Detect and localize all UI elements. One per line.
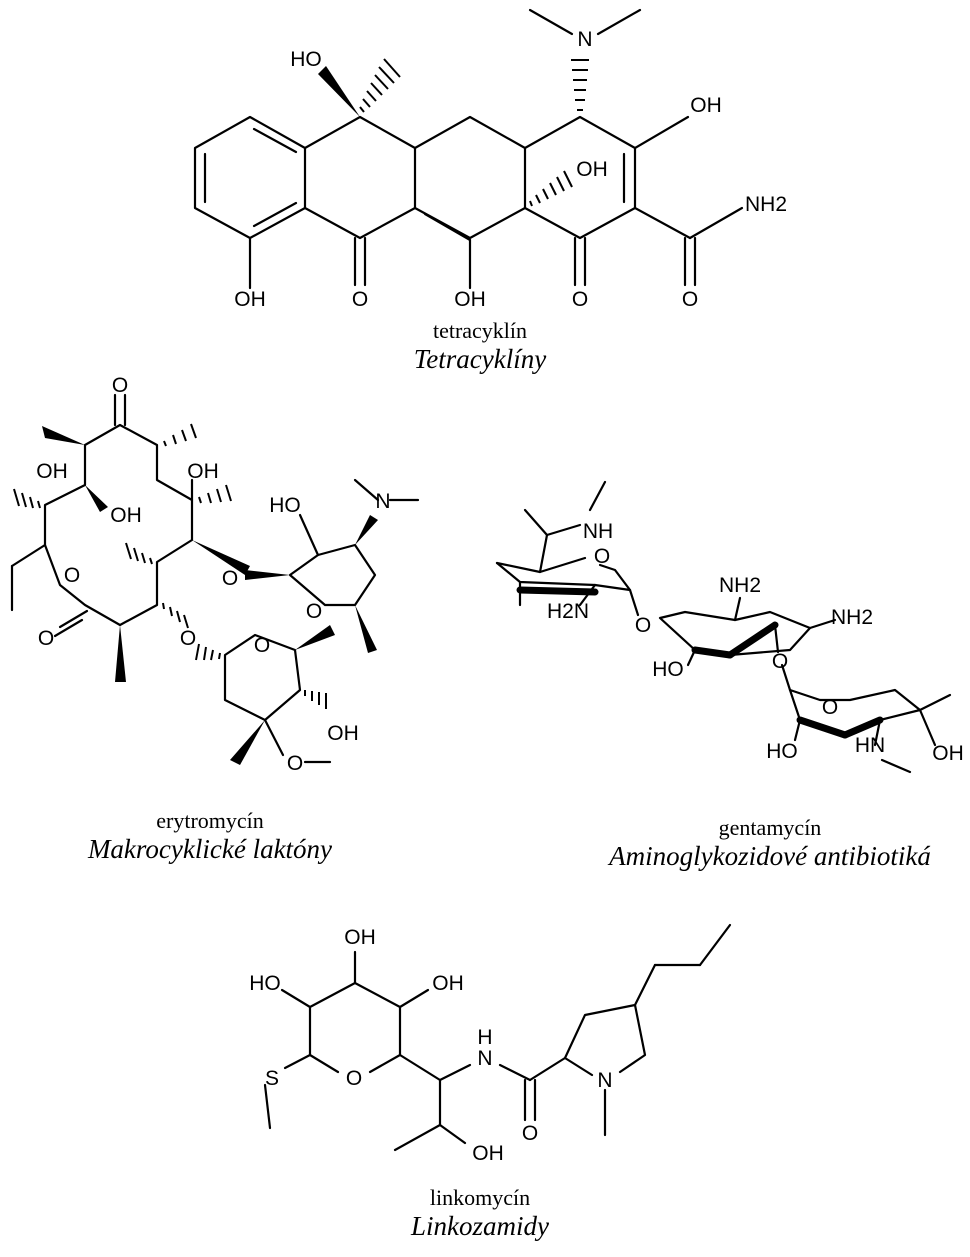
erythromycin-name: erytromycín <box>156 808 264 833</box>
gentamicin-atom-glycosidic-o-2: O <box>772 650 788 673</box>
gentamicin-caption: gentamycín Aminoglykozidové antibiotiká <box>575 815 965 872</box>
erythromycin-atom-oh-4: OH <box>327 722 359 745</box>
lincomycin-atom-oh-top: OH <box>344 926 376 949</box>
gentamicin-name: gentamycín <box>718 815 822 840</box>
gentamicin-atom-h2n: H2N <box>547 600 589 623</box>
lincomycin-atom-ring-o: O <box>346 1067 362 1090</box>
gentamicin-atom-nh: NH <box>583 520 613 543</box>
erythromycin-caption: erytromycín Makrocyklické laktóny <box>40 808 380 865</box>
lincomycin-atom-carbonyl-o: O <box>522 1122 538 1145</box>
gentamicin-atom-nh2-2: NH2 <box>831 606 873 629</box>
lincomycin-class: Linkozamidy <box>411 1211 549 1241</box>
erythromycin-atom-glycosidic-o: O <box>222 567 238 590</box>
erythromycin-atom-carbonyl-o: O <box>38 627 54 650</box>
lincomycin-atom-s: S <box>265 1067 279 1090</box>
gentamicin-atom-ring-o-3: O <box>822 696 838 719</box>
gentamicin-atom-glycosidic-o-1: O <box>635 614 651 637</box>
tetracycline-atom-n: N <box>577 28 592 51</box>
gentamicin-atom-ring-o-1: O <box>594 545 610 568</box>
tetracycline-atom-amide-o: O <box>682 288 698 311</box>
tetracycline-structure: N HO OH OH NH2 OH O OH O O <box>193 8 787 311</box>
erythromycin-class: Makrocyklické laktóny <box>87 834 333 864</box>
lincomycin-atom-oh-right: OH <box>432 972 464 995</box>
gentamicin-atom-nh2-1: NH2 <box>719 574 761 597</box>
erythromycin-atom-ho: HO <box>269 494 301 517</box>
erythromycin-atom-glycosidic-o-2: O <box>180 627 196 650</box>
erythromycin-atom-ketone-o: O <box>112 374 128 397</box>
lincomycin-atom-amide-n: N <box>477 1047 492 1070</box>
tetracycline-atom-12a-oh: OH <box>576 158 608 181</box>
erythromycin-atom-ring-o-2: O <box>254 634 270 657</box>
erythromycin-atom-n: N <box>375 490 390 513</box>
gentamicin-class: Aminoglykozidové antibiotiká <box>609 841 931 871</box>
tetracycline-atom-ketone-o-1: O <box>572 288 588 311</box>
tetracycline-atom-ho: HO <box>290 48 322 71</box>
gentamicin-structure: NH O H2N O NH2 NH2 HO O O HO HN OH <box>495 480 964 774</box>
gentamicin-atom-hn: HN <box>855 734 885 757</box>
erythromycin-atom-oh-2: OH <box>110 504 142 527</box>
erythromycin-atom-methoxy-o: O <box>287 752 303 775</box>
tetracycline-name: tetracyklín <box>432 318 528 343</box>
gentamicin-atom-ho-2: HO <box>766 740 798 763</box>
tetracycline-atom-ketone-o: O <box>352 288 368 311</box>
tetracycline-caption: tetracyklín Tetracyklíny <box>380 318 580 375</box>
tetracycline-atom-enol-oh: OH <box>690 94 722 117</box>
lincomycin-atom-ho: HO <box>249 972 281 995</box>
lincomycin-name: linkomycín <box>429 1185 531 1210</box>
erythromycin-structure: O OH OH OH O O HO N O O O O OH O <box>10 374 420 775</box>
lincomycin-atom-ring-n: N <box>597 1069 612 1092</box>
erythromycin-atom-ring-o: O <box>306 600 322 623</box>
lincomycin-atom-amide-h: H <box>477 1026 492 1049</box>
lincomycin-atom-oh-side: OH <box>472 1142 504 1165</box>
lincomycin-caption: linkomycín Linkozamidy <box>380 1185 580 1242</box>
tetracycline-atom-phenol-oh: OH <box>234 288 266 311</box>
erythromycin-atom-oh-3: OH <box>187 460 219 483</box>
tetracycline-class: Tetracyklíny <box>413 344 547 374</box>
lincomycin-structure: OH HO OH S O N H O N OH <box>249 923 732 1165</box>
gentamicin-atom-ho-1: HO <box>652 658 684 681</box>
erythromycin-atom-oh-1: OH <box>36 460 68 483</box>
tetracycline-atom-nh2: NH2 <box>745 193 787 216</box>
gentamicin-atom-oh: OH <box>932 742 964 765</box>
tetracycline-nh2-text: NH2 <box>745 193 787 216</box>
tetracycline-atom-enol-oh-11: OH <box>454 288 486 311</box>
erythromycin-atom-lactone-o: O <box>64 564 80 587</box>
